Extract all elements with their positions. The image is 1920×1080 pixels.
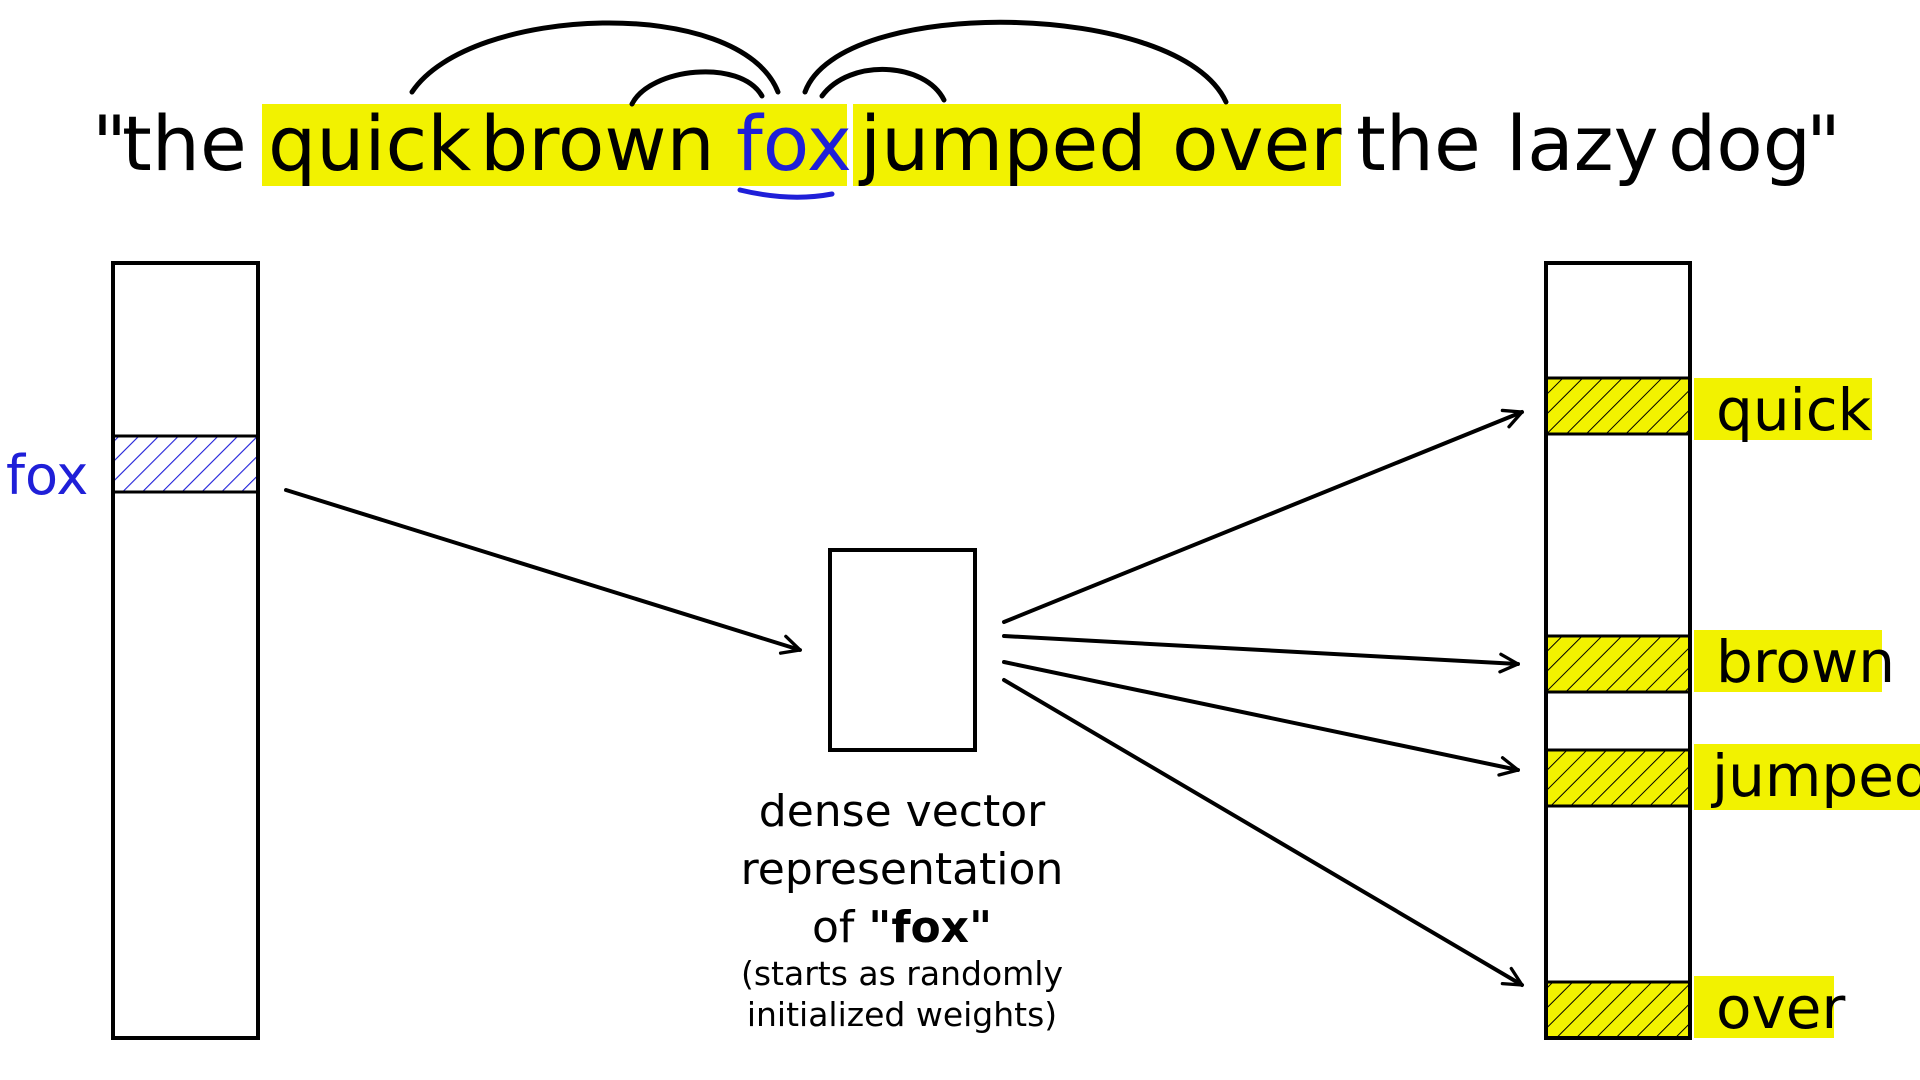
output-label-quick: quick <box>1716 376 1872 444</box>
dense-note-line1: (starts as randomly <box>741 954 1063 993</box>
sentence-word-lazy: lazy <box>1506 99 1659 188</box>
context-arcs <box>409 19 1229 107</box>
sentence-word-brown: brown <box>480 99 715 188</box>
arrow-to-over <box>1002 678 1524 987</box>
arc-over <box>802 19 1229 105</box>
sentence-word-jumped: jumped <box>858 99 1147 188</box>
dense-caption-line2: representation <box>741 844 1064 895</box>
context-highlight-left <box>262 104 847 186</box>
context-highlight-right <box>853 104 1341 186</box>
output-cell-brown <box>1544 634 1692 694</box>
dense-caption-line1: dense vector <box>759 786 1046 837</box>
sentence-close-quote: " <box>1806 99 1841 188</box>
target-underline <box>737 187 835 200</box>
sentence: " the quick brown fox jumped over the la… <box>92 99 1841 200</box>
input-fox-cell <box>111 434 260 494</box>
arrow-to-quick <box>1002 408 1524 624</box>
dense-caption-prefix: of <box>812 902 868 953</box>
dense-vector-box <box>828 548 977 752</box>
arc-brown <box>629 69 765 107</box>
arrow-input-to-hidden <box>284 488 802 655</box>
arc-jumped <box>819 66 947 103</box>
input-vector-column <box>111 261 260 1040</box>
sentence-word-fox: fox <box>736 99 852 188</box>
output-label-highlight-over <box>1694 976 1834 1038</box>
output-label-highlight-jumped <box>1694 744 1920 810</box>
sentence-word-over: over <box>1172 99 1342 188</box>
sentence-open-quote: " <box>92 99 127 188</box>
sentence-word-dog: dog <box>1668 99 1811 188</box>
output-label-jumped: jumped <box>1710 742 1920 810</box>
output-vector: quick brown jumped over <box>1544 261 1920 1042</box>
dense-note-line2: initialized weights) <box>747 995 1057 1034</box>
output-label-brown: brown <box>1716 628 1895 696</box>
sentence-word-quick: quick <box>268 99 471 188</box>
output-cell-over <box>1544 980 1692 1040</box>
output-label-over: over <box>1716 974 1845 1042</box>
dense-caption-line3: of "fox" <box>812 902 992 953</box>
dense-caption-quoted: "fox" <box>868 902 992 953</box>
output-vector-column <box>1544 261 1692 1040</box>
hidden-layer: dense vector representation of "fox" (st… <box>741 548 1064 1034</box>
arc-quick <box>409 20 781 95</box>
output-label-highlight-quick <box>1694 378 1872 440</box>
sentence-word-the: the <box>122 99 247 188</box>
arrow-to-brown <box>1002 634 1520 674</box>
output-arrows <box>1002 408 1524 987</box>
output-cell-quick <box>1544 376 1692 436</box>
arrow-to-jumped <box>1002 660 1520 777</box>
sentence-word-the-2: the <box>1356 99 1481 188</box>
input-fox-label: fox <box>6 444 88 507</box>
input-vector: fox <box>6 261 260 1040</box>
output-label-highlight-brown <box>1694 630 1882 692</box>
output-cell-jumped <box>1544 748 1692 808</box>
